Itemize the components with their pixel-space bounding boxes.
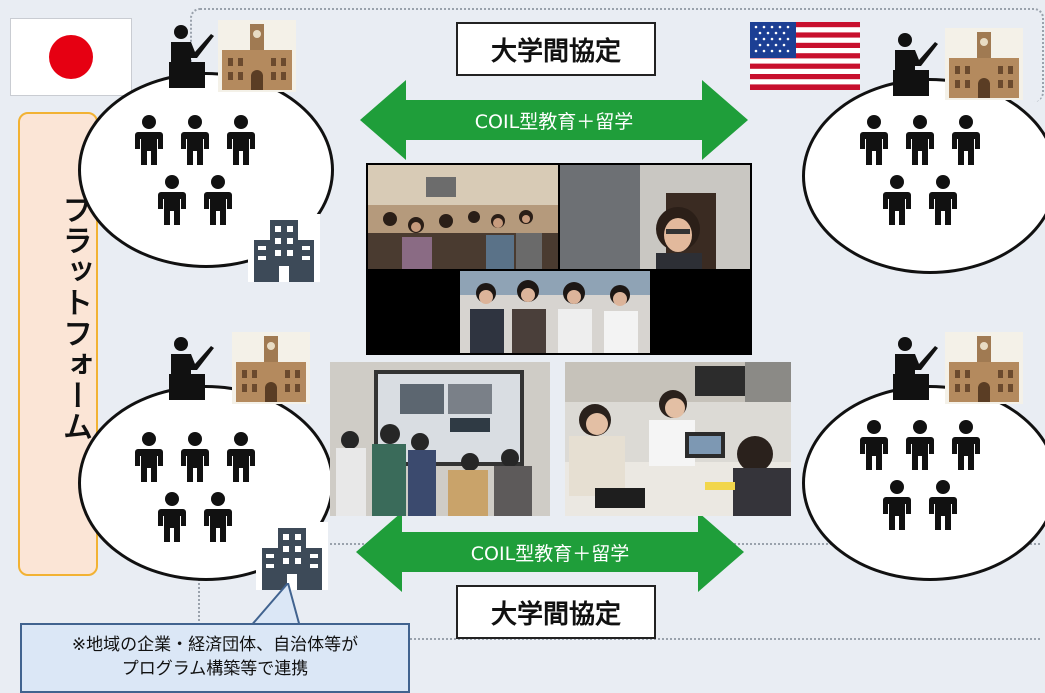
left-dotted-connector — [198, 570, 200, 625]
japan-flag-circle — [49, 35, 93, 79]
top-double-arrow — [360, 80, 748, 160]
platform-box: プラットフォーム — [18, 112, 98, 576]
video-conference-photo — [366, 163, 752, 355]
company-building-icon — [256, 522, 328, 590]
teacher-icon — [893, 337, 938, 400]
usa-flag — [750, 22, 860, 90]
university-building-icon — [232, 332, 310, 404]
top-arrow-label: COIL型教育＋留学 — [474, 110, 634, 133]
teacher-icon — [169, 25, 214, 88]
bottom-arrow-label: COIL型教育＋留学 — [470, 542, 630, 565]
company-building-icon — [248, 214, 320, 282]
students-icon — [860, 115, 980, 225]
top-agreement-box: 大学間協定 — [456, 22, 656, 76]
university-building-icon — [945, 332, 1023, 404]
students-headset-photo — [565, 362, 791, 516]
japan-flag — [10, 18, 132, 96]
bottom-agreement-box: 大学間協定 — [456, 585, 656, 639]
note-line-1: ※地域の企業・経済団体、自治体等が — [71, 635, 359, 655]
bottom-dotted-line — [410, 638, 1040, 640]
bottom-double-arrow — [356, 512, 744, 592]
students-icon — [135, 432, 255, 542]
students-icon — [860, 420, 980, 530]
platform-label: プラットフォーム — [57, 194, 92, 442]
university-building-icon — [218, 20, 296, 92]
university-building-icon — [945, 28, 1023, 100]
regional-cooperation-note: ※地域の企業・経済団体、自治体等が プログラム構築等で連携 — [20, 623, 410, 693]
teacher-icon — [893, 33, 938, 96]
note-callout-pointer — [248, 583, 302, 627]
teacher-icon — [169, 337, 214, 400]
classroom-projector-photo — [330, 362, 550, 516]
note-line-2: プログラム構築等で連携 — [121, 659, 309, 679]
us-university-top — [802, 78, 1045, 274]
